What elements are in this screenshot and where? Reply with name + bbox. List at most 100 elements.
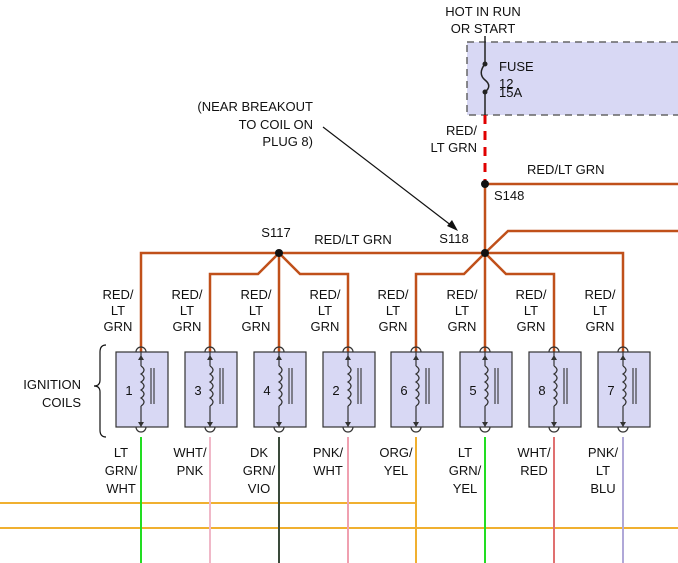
coil-5-wire-color: GRN/: [449, 463, 482, 478]
coil-8-feed-color: GRN: [517, 319, 546, 334]
coil-5-wire-color: LT: [458, 445, 472, 460]
coil-3-wire-color: WHT/: [173, 445, 207, 460]
coil-5-feed-color: RED/: [446, 287, 477, 302]
note-leader-line: [322, 126, 453, 227]
coil-7-wire-color: LT: [596, 463, 610, 478]
coil-1-wire-color: LT: [114, 445, 128, 460]
coil-2-feed-color: RED/: [309, 287, 340, 302]
coil-bottom-terminal: [135, 426, 147, 433]
coil-number: 8: [538, 383, 545, 398]
coil-4-wire-color: VIO: [248, 481, 270, 496]
coil-bottom-terminal: [204, 426, 216, 433]
coil-7-wire-color: BLU: [590, 481, 615, 496]
s118-to-coil6: [414, 252, 486, 352]
s117-to-coil3: [208, 252, 280, 352]
coil-4: 4: [253, 346, 307, 433]
coil-top-arrow: [551, 355, 557, 360]
coil-7-feed-color: LT: [593, 303, 607, 318]
coil-3-feed-color: LT: [180, 303, 194, 318]
coil-4-wire-color: GRN/: [243, 463, 276, 478]
coil-number: 5: [469, 383, 476, 398]
coil-number: 1: [125, 383, 132, 398]
fused-wire-color-line1: RED/: [446, 123, 477, 138]
coil-top-terminal: [204, 346, 216, 353]
note-line3: PLUG 8): [262, 134, 313, 149]
coil-7: 7: [597, 346, 651, 433]
coil-winding: [552, 365, 558, 407]
coil-bottom-arrow: [551, 422, 557, 427]
coil-5-feed-color: LT: [455, 303, 469, 318]
coil-8-wire-color: RED: [520, 463, 547, 478]
fuse-terminal-top: [482, 61, 488, 67]
coil-3-wire-color: PNK: [177, 463, 204, 478]
coil-bottom-arrow: [276, 422, 282, 427]
coil-bottom-terminal: [548, 426, 560, 433]
coil-bottom-arrow: [620, 422, 626, 427]
coil-8: 8: [528, 346, 582, 433]
coil-8-feed-color: RED/: [515, 287, 546, 302]
coil-1: 1: [115, 346, 169, 433]
coil-bottom-arrow: [482, 422, 488, 427]
fuse-label: FUSE: [499, 59, 534, 74]
fuse-number: 12: [499, 76, 513, 91]
coil-5-wire-color: YEL: [453, 481, 478, 496]
coil-bottom-terminal: [342, 426, 354, 433]
coil-winding: [346, 365, 352, 407]
coil-top-terminal: [135, 346, 147, 353]
fuse-symbol: [480, 63, 490, 93]
s117-to-coil2: [278, 252, 350, 352]
coil-number: 4: [263, 383, 270, 398]
coil-top-arrow: [138, 355, 144, 360]
coil-output-wires: [140, 437, 624, 563]
coil-6-wire-color: ORG/: [379, 445, 413, 460]
coil-4-feed-color: RED/: [240, 287, 271, 302]
coil-6-feed-color: LT: [386, 303, 400, 318]
coil-2: 2: [322, 346, 376, 433]
coil-6-feed-color: RED/: [377, 287, 408, 302]
s117-splice: [275, 249, 283, 257]
coil-bottom-terminal: [410, 426, 422, 433]
coil-top-terminal: [548, 346, 560, 353]
note-leader-arrowhead: [447, 220, 458, 231]
coil-1-feed-color: RED/: [102, 287, 133, 302]
coil-6-wire-color: YEL: [384, 463, 409, 478]
coil-4-wire-color: DK: [250, 445, 268, 460]
s148-branch-color: RED/LT GRN: [527, 162, 605, 177]
coil-top-terminal: [410, 346, 422, 353]
coil-2-wire-color: WHT: [313, 463, 343, 478]
coil-top-arrow: [413, 355, 419, 360]
hot-label-line2: OR START: [451, 21, 516, 36]
coil-top-terminal: [273, 346, 285, 353]
coil-bottom-terminal: [273, 426, 285, 433]
coil-winding: [277, 365, 283, 407]
coil-bottom-arrow: [345, 422, 351, 427]
coil-7-feed-color: GRN: [586, 319, 615, 334]
coil-bottom-arrow: [413, 422, 419, 427]
coil-bottom-arrow: [207, 422, 213, 427]
coil-winding: [208, 365, 214, 407]
coil-number: 3: [194, 383, 201, 398]
coil-bottom-terminal: [479, 426, 491, 433]
coil-top-terminal: [617, 346, 629, 353]
bus-wire-color: RED/LT GRN: [314, 232, 392, 247]
note-line1: (NEAR BREAKOUT: [197, 99, 313, 114]
coil-1-wire-color: WHT: [106, 481, 136, 496]
coil-number: 2: [332, 383, 339, 398]
coil-winding: [139, 365, 145, 407]
coil-1-feed-color: LT: [111, 303, 125, 318]
coil-8-wire-color: WHT/: [517, 445, 551, 460]
coil-7-feed-color: RED/: [584, 287, 615, 302]
coil-number: 7: [607, 383, 614, 398]
coil-1-wire-color: GRN/: [105, 463, 138, 478]
coil-8-feed-color: LT: [524, 303, 538, 318]
coil-winding: [621, 365, 627, 407]
coil-2-feed-color: GRN: [311, 319, 340, 334]
coil-2-wire-color: PNK/: [313, 445, 344, 460]
coil-4-feed-color: GRN: [242, 319, 271, 334]
ignition-label-line2: COILS: [42, 395, 81, 410]
hot-label-line1: HOT IN RUN: [445, 4, 521, 19]
s118-label: S118: [439, 231, 468, 246]
coil-1-feed-color: GRN: [104, 319, 133, 334]
